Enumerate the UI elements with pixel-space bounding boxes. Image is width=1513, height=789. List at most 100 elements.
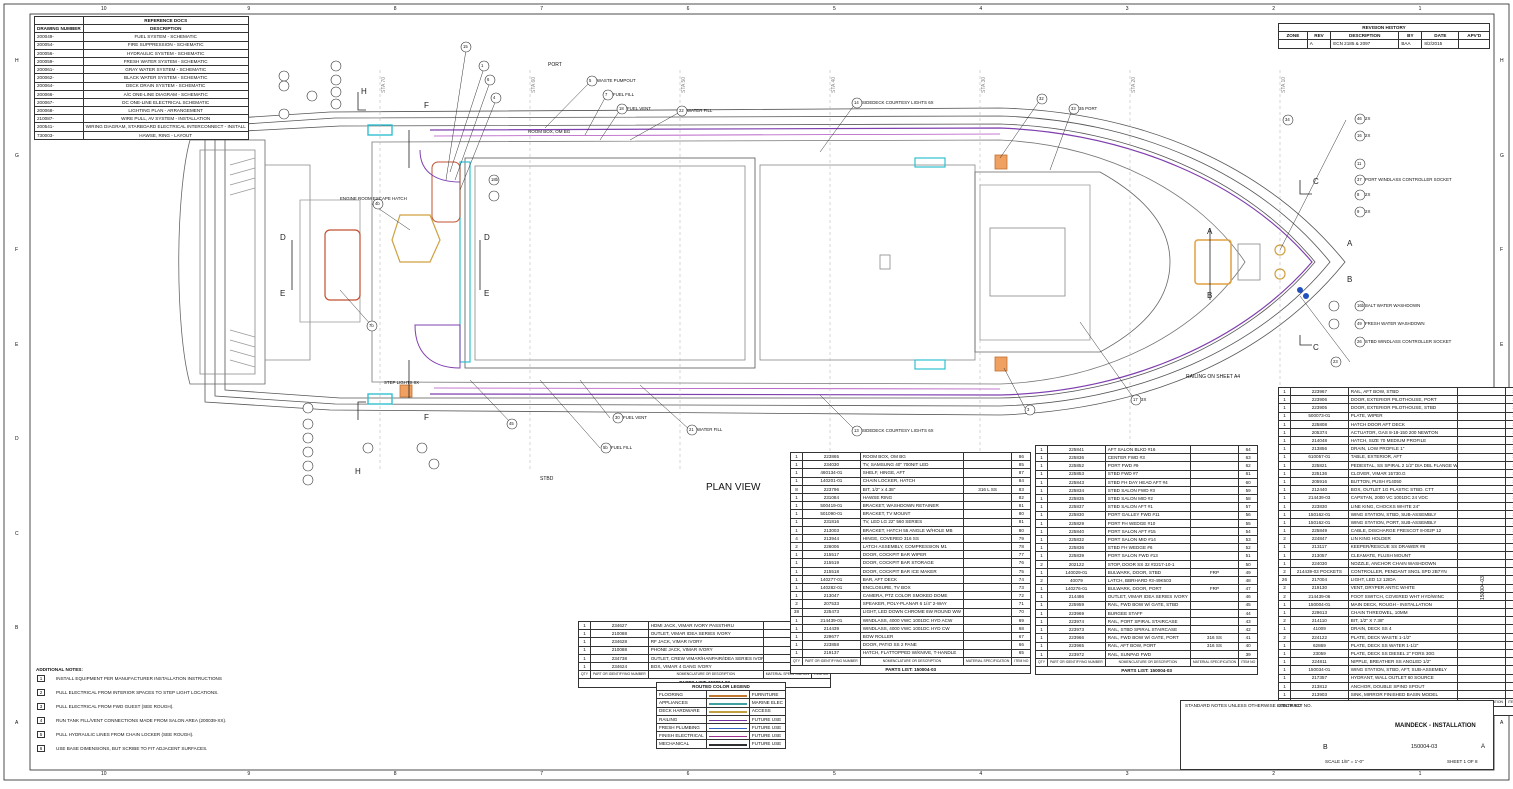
part-material <box>1190 486 1238 494</box>
part-qty: 1 <box>1279 666 1291 674</box>
part-description: LATCH, BBRHARD #3-49K503 <box>1105 577 1190 585</box>
ref-doc-row: 200056-HYDRAULIC SYSTEM - SCHEMATIC <box>35 49 249 57</box>
part-material <box>1190 446 1238 454</box>
part-item-no: 58 <box>1239 495 1258 503</box>
part-number: 210088 <box>590 630 648 638</box>
revision-title: REVISION HISTORY <box>1279 24 1490 32</box>
part-item-no: 84 <box>1012 477 1031 485</box>
callout-text: PORT WINDLASS CONTROLLER SOCKET <box>1365 177 1452 182</box>
part-material <box>1190 503 1238 511</box>
part-description: PHONE JACK, VIMAR IVORY <box>648 646 763 654</box>
part-item-no: 17 <box>1506 559 1513 567</box>
parts-footer-cell: ITEM NO <box>1012 657 1031 665</box>
parts-footer-cell: QTY <box>1036 658 1048 666</box>
zone-row-label: E <box>15 342 18 348</box>
zone-row-label: D <box>15 436 19 442</box>
callout-number: 16 <box>1357 133 1362 138</box>
part-number: 225808 <box>1290 420 1348 428</box>
part-qty: 2 <box>791 543 803 551</box>
part-qty: 1 <box>791 567 803 575</box>
callout-text: SALT WATER WASHDOWN <box>1365 303 1420 308</box>
revision-cell: A <box>1307 40 1330 48</box>
part-number: 234628 <box>590 638 648 646</box>
part-item-no: 86 <box>1012 453 1031 461</box>
legend-swatch <box>706 732 749 740</box>
legend-swatch <box>706 740 749 748</box>
legend-ref: FUTURE USE <box>749 715 785 723</box>
part-number: 213944 <box>802 534 860 542</box>
parts-footer-cell: QTY <box>791 657 803 665</box>
parts-footer-cell: PART OR IDENTIFYING NUMBER <box>802 657 860 665</box>
legend-swatch <box>706 699 749 707</box>
stbd-label: STBD <box>540 476 553 482</box>
part-number: 214110 <box>1290 617 1348 625</box>
legend-name: DECK HARDWARE <box>657 707 707 715</box>
part-material <box>1457 559 1505 567</box>
part-number: 225829 <box>1047 519 1105 527</box>
part-qty: 1 <box>1279 420 1291 428</box>
part-item-no: 57 <box>1239 503 1258 511</box>
part-material <box>1457 486 1505 494</box>
part-number: 205374 <box>1290 428 1348 436</box>
callout-number: 11 <box>1357 161 1361 166</box>
callout-number: 30 <box>615 415 620 420</box>
callout-text: 2X <box>1365 209 1370 214</box>
part-description: HATCH DOOR AFT DECK <box>1348 420 1457 428</box>
part-item-no: 34 <box>1506 420 1513 428</box>
part-qty: 26 <box>1279 576 1291 584</box>
part-number: 150162-01 <box>1290 510 1348 518</box>
callout-bubbles <box>279 42 1365 485</box>
part-description: HATCH, SIZE 70 MEDIUM PROFILE <box>1348 437 1457 445</box>
part-material <box>964 649 1012 657</box>
part-material <box>964 461 1012 469</box>
part-material <box>1457 690 1505 698</box>
callout-number: 14 <box>854 100 859 105</box>
part-description: DOOR, COCKPIT BAR WIPER <box>860 551 963 559</box>
callout-number: 23 <box>1333 359 1338 364</box>
part-material <box>1190 454 1238 462</box>
part-qty: 1 <box>1036 470 1048 478</box>
part-item-no: 20 <box>1506 535 1513 543</box>
part-number: 140029-01 <box>1047 568 1105 576</box>
zone-col-label: 8 <box>394 6 397 12</box>
part-material <box>1190 617 1238 625</box>
part-number: 223865 <box>802 453 860 461</box>
part-item-no: 71 <box>1012 600 1031 608</box>
part-material <box>1457 674 1505 682</box>
part-qty: 4 <box>791 534 803 542</box>
zone-row-label: A <box>15 720 18 726</box>
part-material <box>964 526 1012 534</box>
part-description: RF JACK, VIMAR IVORY <box>648 638 763 646</box>
ref-doc-row: 200049-FUEL SYSTEM - SCHEMATIC <box>35 33 249 41</box>
legend-swatch <box>706 707 749 715</box>
part-number: 41009 <box>1290 625 1348 633</box>
note-number-box: 2 <box>37 689 45 696</box>
zone-row-label: A <box>1500 720 1503 726</box>
title-block-rev: A <box>1481 745 1485 750</box>
ref-doc-row: 200061-GRAY WATER SYSTEM - SCHEMATIC <box>35 66 249 74</box>
part-material <box>1457 445 1505 453</box>
legend-name: FRESH PLUMBING <box>657 723 707 731</box>
part-number: 224030 <box>1290 559 1348 567</box>
part-item-no: 33 <box>1506 428 1513 436</box>
part-qty: 38 <box>791 608 803 616</box>
part-description: CENTER FWD #3 <box>1105 454 1190 462</box>
ref-doc-row: 730003-HAWSE, RING - LAYOUT <box>35 131 249 139</box>
part-description: STBD SALON AFT #1 <box>1105 503 1190 511</box>
